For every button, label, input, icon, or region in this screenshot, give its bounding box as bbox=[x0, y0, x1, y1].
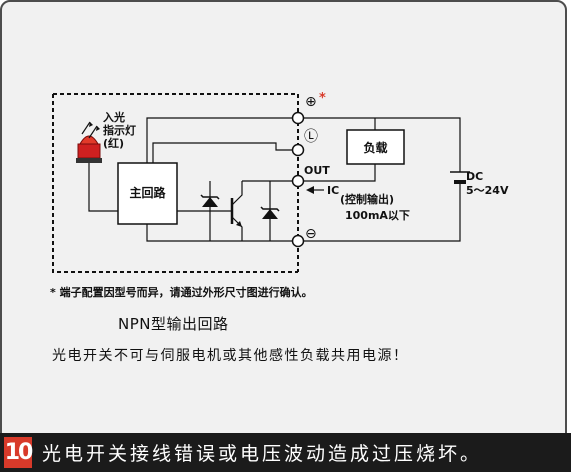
external-negative-wire bbox=[303, 190, 461, 242]
dc-battery-icon bbox=[450, 171, 470, 190]
load-label: 负载 bbox=[363, 140, 387, 155]
light-input-label-line1: 入光 bbox=[103, 110, 125, 124]
terminal-out-label: OUT bbox=[304, 164, 330, 177]
warning-note: 光电开关不可与伺服电机或其他感性负载共用电源！ bbox=[52, 348, 409, 364]
current-limit-label: 100mA以下 bbox=[345, 209, 410, 222]
terminal-plus-symbol: ⊕ bbox=[305, 94, 317, 110]
ground-rail-wire bbox=[146, 224, 298, 242]
circuit-title: NPN型输出回路 bbox=[118, 315, 229, 333]
l-terminal-wire bbox=[152, 142, 298, 163]
external-positive-wire bbox=[303, 117, 461, 172]
item-number-badge: 10 bbox=[4, 437, 33, 468]
terminal-out-post bbox=[291, 174, 305, 188]
power-rail-wire bbox=[146, 117, 298, 163]
sensor-housing-outline bbox=[52, 93, 298, 273]
npn-transistor-icon bbox=[230, 181, 243, 241]
lamp-wire bbox=[88, 163, 118, 212]
main-circuit-label: 主回路 bbox=[129, 185, 166, 200]
content-panel bbox=[0, 0, 567, 462]
zener-diode-1-icon bbox=[200, 181, 220, 241]
ic-label: IC bbox=[327, 184, 339, 197]
terminal-plus-asterisk: * bbox=[319, 91, 326, 106]
load-box bbox=[346, 129, 405, 165]
control-output-label: (控制输出) bbox=[340, 192, 394, 206]
load-output-wire bbox=[303, 164, 376, 182]
item-caption: 光电开关接线错误或电压波动造成过压烧坏。 bbox=[42, 443, 483, 465]
light-input-label-line2: 指示灯 bbox=[103, 123, 136, 137]
indicator-lamp-icon bbox=[76, 121, 102, 163]
terminal-footnote: * 端子配置因型号而异，请通过外形尺寸图进行确认。 bbox=[50, 286, 313, 299]
terminal-minus-post bbox=[291, 234, 305, 248]
terminal-l-post bbox=[291, 143, 305, 157]
bottom-caption-bar: 10 光电开关接线错误或电压波动造成过压烧坏。 bbox=[0, 433, 571, 472]
dc-label: DC bbox=[466, 170, 483, 183]
terminal-l-symbol: Ⓛ bbox=[304, 129, 318, 145]
voltage-label: 5～24V bbox=[466, 184, 509, 197]
terminal-plus-post bbox=[291, 111, 305, 125]
zener-diode-2-icon bbox=[260, 181, 280, 241]
terminal-minus-symbol: ⊖ bbox=[305, 226, 317, 242]
light-input-label-line3: (红) bbox=[103, 136, 124, 150]
ic-current-arrow-icon bbox=[306, 186, 324, 194]
npn-output-circuit-diagram: 入光 指示灯 (红) 主回路 ⊕ * Ⓛ OUT ⊖ bbox=[52, 91, 509, 273]
